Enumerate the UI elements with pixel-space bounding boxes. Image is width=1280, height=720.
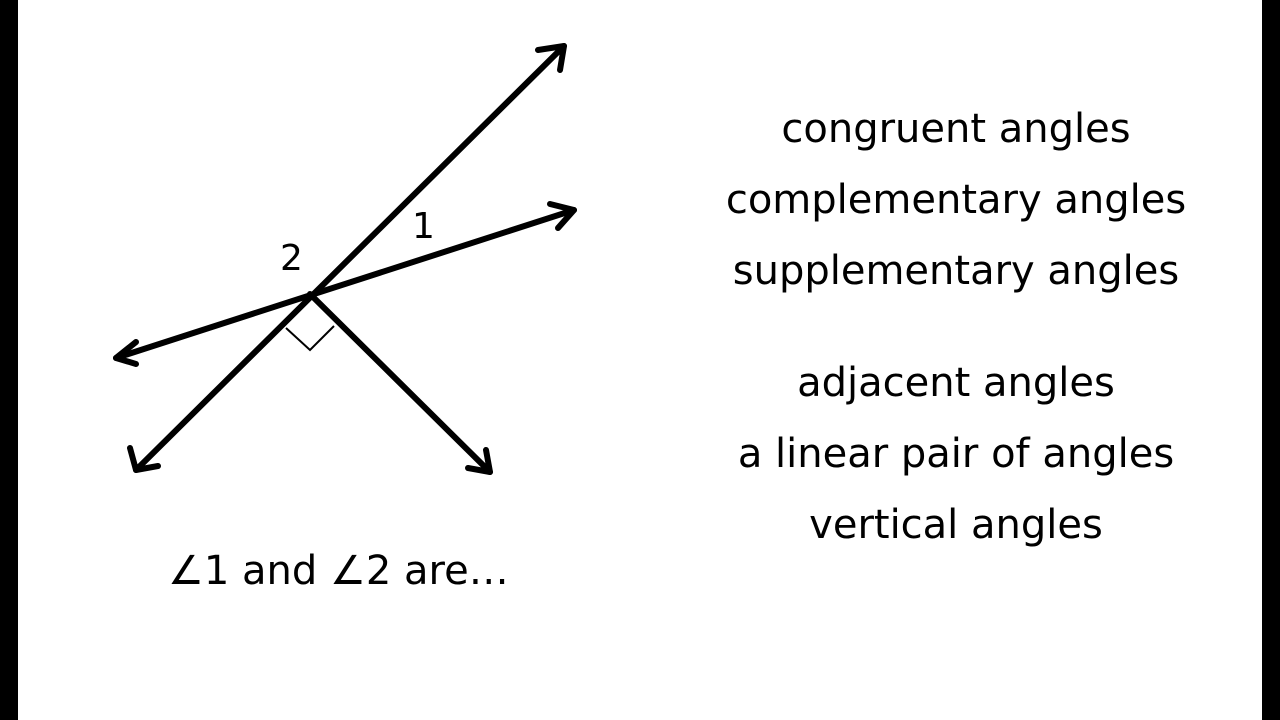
slide: 2 1 ∠1 and ∠2 are… congruent angles comp… bbox=[18, 0, 1262, 720]
angle-label-1: 1 bbox=[412, 206, 435, 247]
arrowhead-left-icon bbox=[113, 339, 139, 367]
question-caption: ∠1 and ∠2 are… bbox=[168, 548, 509, 594]
options-group-1: congruent angles complementary angles su… bbox=[706, 94, 1206, 307]
perpendicular-ray bbox=[307, 291, 493, 475]
arrowhead-bottom-left-icon bbox=[127, 445, 161, 473]
line-shallow bbox=[113, 207, 577, 361]
angle-diagram bbox=[113, 43, 577, 475]
option-vertical: vertical angles bbox=[809, 502, 1103, 548]
right-angle-marker bbox=[285, 325, 335, 352]
angle-label-2: 2 bbox=[280, 238, 303, 279]
option-complementary: complementary angles bbox=[725, 177, 1187, 223]
options-group-2: adjacent angles a linear pair of angles … bbox=[706, 348, 1206, 561]
arrowhead-right-icon bbox=[547, 201, 577, 231]
arrowhead-bottom-right-icon bbox=[465, 447, 493, 475]
option-linear-pair: a linear pair of angles bbox=[737, 431, 1175, 477]
arrowhead-top-icon bbox=[535, 43, 567, 73]
line-steep bbox=[133, 43, 567, 473]
option-adjacent: adjacent angles bbox=[797, 360, 1115, 406]
option-supplementary: supplementary angles bbox=[732, 248, 1180, 294]
option-congruent: congruent angles bbox=[781, 106, 1131, 152]
